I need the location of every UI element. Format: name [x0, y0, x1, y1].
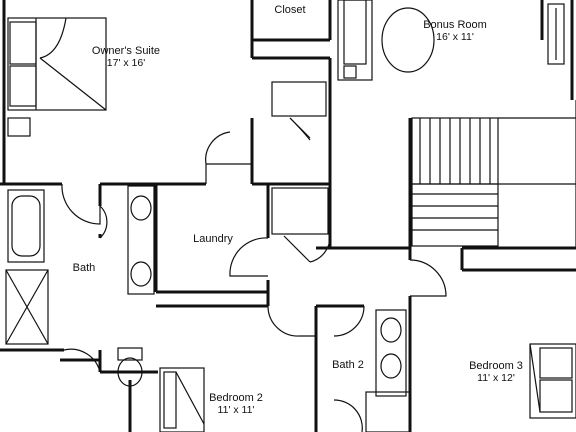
- room-label-bath2: Bath 2: [332, 359, 364, 371]
- master-bath-fixtures: [5, 183, 155, 373]
- laundry-features: [229, 187, 447, 337]
- room-label-owners-suite: Owner's Suite: [91, 45, 161, 57]
- owners-suite-bed: [7, 17, 107, 137]
- room-dims-bonus-room: 16' x 11': [436, 31, 474, 43]
- room-label-bedroom3: Bedroom 3: [469, 360, 523, 372]
- room-label-bedroom2: Bedroom 2: [209, 392, 263, 404]
- bedroom2-bed: [159, 367, 205, 432]
- room-dims-bedroom2: 11' x 11': [217, 404, 255, 416]
- bonus-room-furniture: [337, 0, 565, 81]
- room-dims-bedroom3: 11' x 12': [477, 372, 515, 384]
- bath-toilet: [117, 347, 143, 387]
- room-label-closet: Closet: [274, 4, 306, 16]
- bath2-fixtures: [333, 309, 411, 432]
- bedroom3-bed: [529, 343, 576, 419]
- closet-interior: [205, 81, 327, 184]
- staircase: [411, 100, 576, 248]
- room-label-bath: Bath: [72, 262, 96, 274]
- room-label-laundry: Laundry: [193, 233, 233, 245]
- room-label-bonus-room: Bonus Room: [423, 19, 487, 31]
- room-dims-owners-suite: 17' x 16': [106, 57, 146, 69]
